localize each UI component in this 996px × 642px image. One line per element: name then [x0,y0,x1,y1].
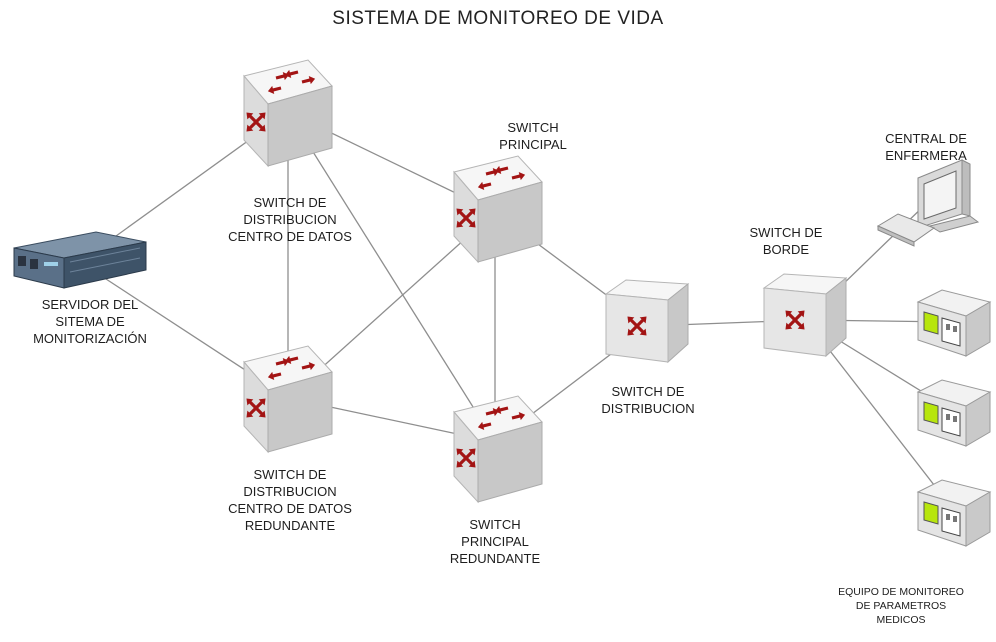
server-label-line-2: SITEMA DE [55,314,125,329]
monitors-label-line-2: DE PARAMETROS [855,600,947,612]
main-switch-label: SWITCH PRINCIPAL [478,119,588,153]
server-label-line-1: SERVIDOR DEL [41,297,139,312]
dc-switch-icon [243,60,332,166]
main-switch-redundant-label: SWITCH PRINCIPAL REDUNDANTE [440,516,550,567]
edge-switch-label-line-1: SWITCH DE [749,225,823,240]
dc-switch-redundant-label-line-4: REDUNDANTE [244,518,336,533]
medical-monitor-icon-2 [917,379,991,447]
computer-workstation-icon [876,159,980,247]
dc-switch-label-line-1: SWITCH DE [253,195,327,210]
network-nodes [13,60,991,547]
monitors-label-line-3: MEDICOS [876,614,926,626]
nurse-station-label: CENTRAL DE ENFERMERA [866,130,986,164]
main-switch-redundant-label-line-1: SWITCH [469,517,521,532]
dc-switch-redundant-label-line-2: DISTRIBUCION [243,484,337,499]
main-switch-label-line-2: PRINCIPAL [499,137,567,152]
dc-switch-redundant-label-line-3: CENTRO DE DATOS [228,501,352,516]
main-switch-redundant-label-line-2: PRINCIPAL [461,534,529,549]
dc-switch-redundant-icon [243,346,332,452]
dist-switch-icon [606,280,688,362]
dist-switch-label-line-2: DISTRIBUCION [601,401,695,416]
main-switch-label-line-1: SWITCH [507,120,559,135]
edge-switch-icon [764,274,846,356]
medical-monitor-icon-3 [917,479,991,547]
nurse-station-label-line-1: CENTRAL DE [885,131,967,146]
edge-switch-label: SWITCH DE BORDE [736,224,836,258]
main-switch-icon [453,156,542,262]
diagram-title: SISTEMA DE MONITOREO DE VIDA [332,8,664,29]
nurse-station-label-line-2: ENFERMERA [885,148,967,163]
medical-monitor-icon-1 [917,289,991,357]
dc-switch-label: SWITCH DE DISTRIBUCION CENTRO DE DATOS [210,194,370,245]
edge-switch-label-line-2: BORDE [762,242,810,257]
rack-server-icon [13,231,147,289]
monitors-label: EQUIPO DE MONITOREO DE PARAMETROS MEDICO… [826,585,976,627]
main-switch-redundant-icon [453,396,542,502]
dist-switch-label-line-1: SWITCH DE [611,384,685,399]
server-label: SERVIDOR DEL SITEMA DE MONITORIZACIÓN [20,296,160,347]
dc-switch-redundant-label: SWITCH DE DISTRIBUCION CENTRO DE DATOS R… [206,466,374,534]
dc-switch-redundant-label-line-1: SWITCH DE [253,467,327,482]
link-dcA-mainB [287,111,496,443]
monitors-label-line-1: EQUIPO DE MONITOREO [838,586,964,598]
dc-switch-label-line-3: CENTRO DE DATOS [228,229,352,244]
dc-switch-label-line-2: DISTRIBUCION [243,212,337,227]
server-label-line-3: MONITORIZACIÓN [33,331,147,346]
main-switch-redundant-label-line-3: REDUNDANTE [449,551,541,566]
dist-switch-label: SWITCH DE DISTRIBUCION [588,383,708,417]
